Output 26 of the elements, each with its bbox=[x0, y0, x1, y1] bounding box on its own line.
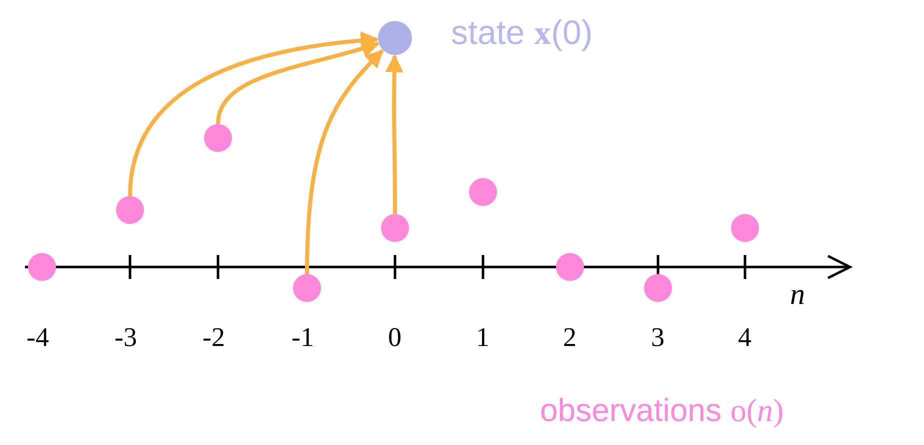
arrow bbox=[216, 40, 380, 124]
arrow bbox=[128, 32, 379, 196]
observation-dot bbox=[731, 214, 759, 242]
tick-label: 2 bbox=[563, 322, 576, 353]
tick-label: 3 bbox=[651, 322, 664, 353]
observation-dot bbox=[644, 274, 672, 302]
tick-label: 0 bbox=[388, 322, 402, 353]
observation-dot bbox=[293, 274, 321, 302]
tick-label: -4 bbox=[26, 322, 49, 353]
observation-dot bbox=[116, 196, 144, 224]
tick-label: -3 bbox=[114, 322, 137, 353]
observation-dot bbox=[469, 178, 497, 206]
observation-dot bbox=[556, 253, 584, 281]
observation-dot bbox=[204, 124, 232, 152]
state-dot bbox=[378, 21, 412, 55]
observations-label: observations o(n) bbox=[540, 392, 784, 429]
observation-dot bbox=[28, 253, 56, 281]
axis-label: n bbox=[790, 278, 805, 312]
state-label: state x(0) bbox=[451, 14, 593, 53]
arrow bbox=[385, 54, 404, 214]
arrow bbox=[305, 49, 384, 274]
tick-label: -2 bbox=[202, 322, 225, 353]
tick-label: 1 bbox=[476, 322, 490, 353]
tick-label: 4 bbox=[738, 322, 752, 353]
observation-dot bbox=[381, 214, 409, 242]
tick-label: -1 bbox=[292, 322, 314, 353]
